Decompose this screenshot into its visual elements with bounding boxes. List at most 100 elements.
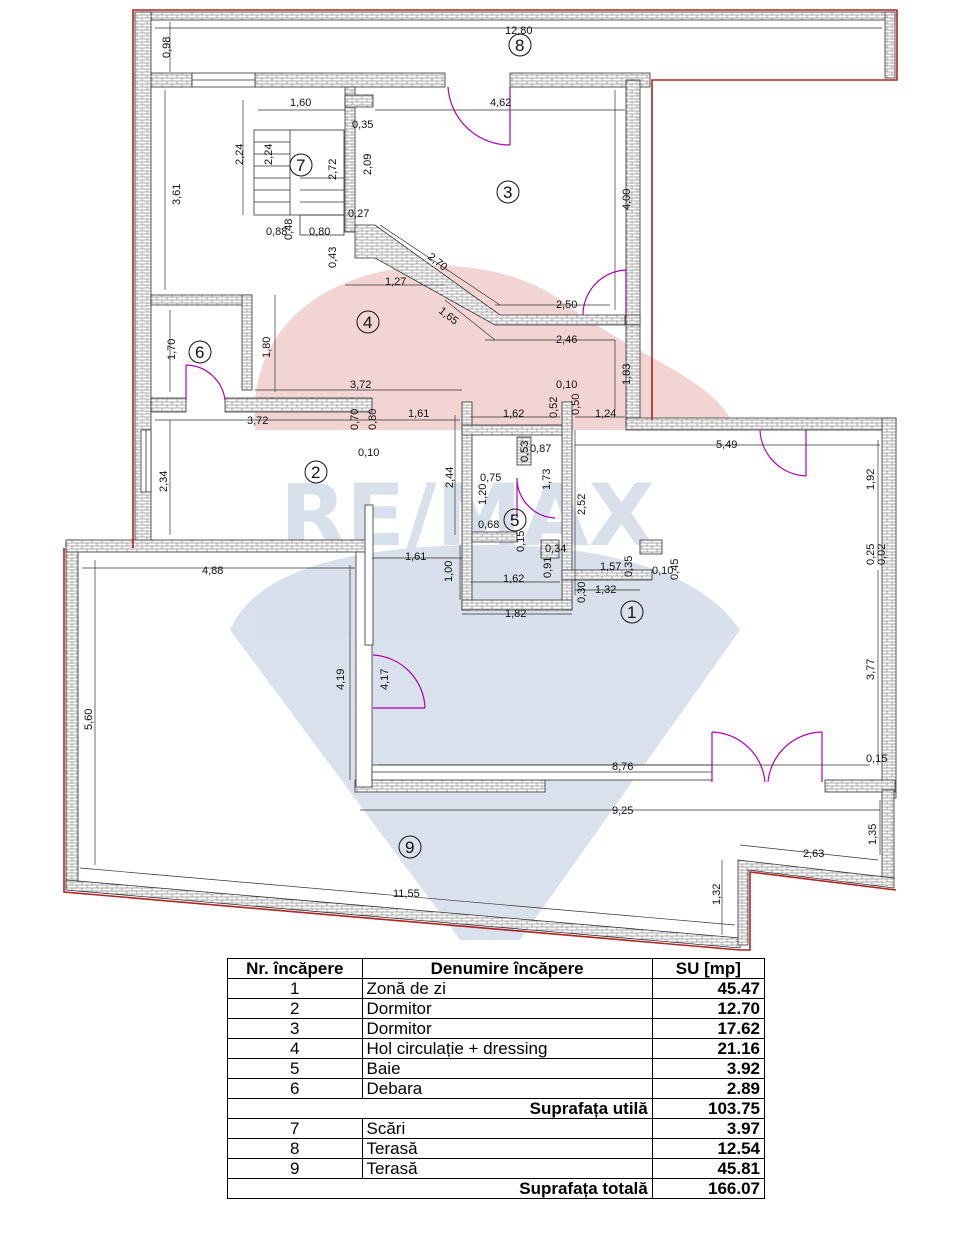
dim-label: 1,32 — [595, 584, 616, 596]
door-room2 — [372, 654, 426, 709]
room-labels: 1 2 3 4 5 6 7 8 9 — [188, 33, 644, 859]
dim-label: 1,73 — [541, 469, 553, 490]
room-label-9: 9 — [398, 835, 422, 859]
dim-label: 1,60 — [290, 97, 311, 109]
dim-label: 2,24 — [234, 144, 246, 165]
dim-label: 5,60 — [83, 709, 95, 730]
stair-outline — [253, 129, 345, 216]
dim-label: 0,10 — [556, 379, 577, 391]
living-column — [639, 539, 663, 555]
dimension-labels: 12,80 0,98 1,60 4,62 0,35 2,24 2,24 2,72… — [83, 25, 888, 905]
terrace9-south-wall — [65, 879, 741, 949]
dim-label: 0,52 — [548, 397, 560, 418]
dim-label: 11,55 — [393, 888, 420, 900]
dim-label: 0,53 — [519, 441, 531, 462]
dim-label: 1,35 — [867, 824, 879, 845]
dim-label: 1,92 — [865, 469, 877, 490]
living-east-wall — [881, 417, 897, 799]
dim-label: 0,15 — [515, 531, 527, 552]
dim-label: 0,91 — [542, 557, 554, 578]
hall-south-wall-mid — [224, 397, 373, 413]
east-block — [625, 314, 641, 326]
svg-text:4: 4 — [363, 313, 372, 332]
door-room3-east — [582, 269, 627, 316]
dim-label: 1,82 — [505, 608, 526, 620]
living-north-wall — [625, 417, 897, 431]
svg-text:1: 1 — [627, 603, 636, 622]
dim-label: 0,27 — [348, 208, 369, 220]
dim-label: 1,27 — [385, 276, 406, 288]
door-debara — [185, 364, 226, 401]
dim-label: 1,57 — [600, 561, 621, 573]
dim-label: 2,09 — [362, 154, 374, 175]
living-partition — [561, 569, 653, 581]
dim-label: 2,44 — [444, 467, 456, 488]
svg-text:7: 7 — [296, 156, 305, 175]
dim-label: 0,35 — [352, 119, 373, 131]
stair-room7 — [253, 129, 345, 236]
dim-label: 0,43 — [327, 247, 339, 268]
dim-label: 1,70 — [166, 339, 178, 360]
room-label-7: 7 — [289, 153, 313, 177]
dim-label: 3,61 — [171, 184, 183, 205]
door-room3 — [447, 86, 511, 146]
dim-label: 0,45 — [669, 559, 681, 580]
dim-label: 3,72 — [350, 379, 371, 391]
dim-label: 1,62 — [503, 573, 524, 585]
header-name: Denumire încăpere — [361, 958, 653, 979]
dim-label: 0,02 — [876, 544, 888, 565]
dim-label: 1,61 — [408, 408, 429, 420]
exterior-walls — [65, 11, 897, 949]
dim-label: 0,48 — [283, 219, 295, 240]
terrace9-west-wall — [65, 539, 79, 891]
outline-north — [132, 9, 898, 548]
dim-label: 1,83 — [621, 364, 633, 385]
terrace-top-wall-east — [884, 11, 896, 79]
dim-label: 1,80 — [261, 337, 273, 358]
dim-label: 12,80 — [505, 25, 533, 37]
room-label-3: 3 — [496, 180, 520, 204]
outline-south — [63, 548, 897, 951]
debara-top-wall — [150, 294, 252, 306]
dim-label: 3,72 — [247, 415, 268, 427]
header-nr: Nr. încăpere — [227, 958, 363, 979]
room-label-4: 4 — [356, 310, 380, 334]
stair-wall-east — [344, 86, 356, 233]
dim-label: 1,20 — [477, 484, 489, 505]
dim-label: 0,10 — [358, 447, 379, 459]
dim-label: 4,62 — [490, 97, 511, 109]
door-bath — [516, 477, 556, 519]
dim-label: 0,10 — [652, 565, 673, 577]
window-living-west — [364, 504, 374, 646]
dim-label: 9,25 — [612, 805, 633, 817]
dim-label: 0,75 — [480, 472, 501, 484]
room-label-1: 1 — [620, 600, 644, 624]
total-label: Suprafața totală — [227, 1178, 653, 1199]
living-south-wall-right — [824, 779, 896, 793]
living-south-wall — [354, 779, 546, 793]
dim-label: 4,19 — [335, 669, 347, 690]
dim-label: 1,62 — [503, 408, 524, 420]
door-terrace-left — [711, 731, 766, 783]
svg-text:8: 8 — [515, 36, 524, 55]
svg-text:6: 6 — [195, 343, 204, 362]
svg-text:5: 5 — [510, 511, 519, 530]
room-label-5: 5 — [503, 508, 527, 532]
dim-label: 5,49 — [716, 439, 737, 451]
room-label-6: 6 — [188, 340, 212, 364]
dim-label: 1,32 — [711, 884, 723, 905]
dim-label: 0,25 — [865, 544, 877, 565]
dim-label: 1,00 — [443, 561, 455, 582]
dim-label: 8,76 — [612, 761, 633, 773]
dim-label: 4,88 — [202, 565, 223, 577]
bath-wall-north — [461, 424, 573, 436]
room-label-2: 2 — [304, 460, 328, 484]
bath-inner-wall — [471, 531, 518, 543]
